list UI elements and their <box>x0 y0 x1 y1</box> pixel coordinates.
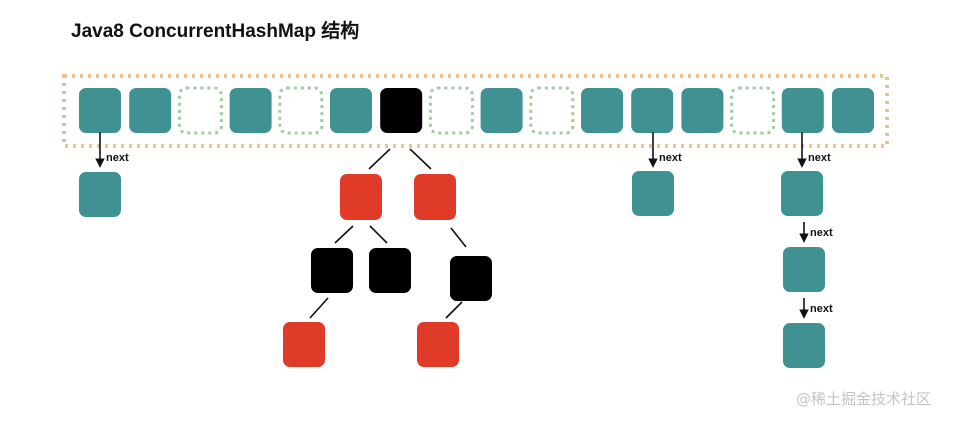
chain-and-tree-nodes <box>79 171 825 368</box>
list-node <box>781 171 823 216</box>
array-slot-node <box>330 88 372 133</box>
table-array-border <box>62 74 889 148</box>
array-slot-node <box>229 88 272 133</box>
tree-edge <box>369 225 388 244</box>
next-label: next <box>659 152 682 164</box>
array-slot-node <box>832 88 874 133</box>
tree-edge <box>450 227 467 248</box>
list-node <box>79 172 121 217</box>
next-labels: next next next next next <box>106 152 833 315</box>
next-label: next <box>808 152 831 164</box>
array-slot-empty <box>730 86 776 135</box>
array-slot-empty <box>428 86 474 135</box>
next-label: next <box>810 227 833 239</box>
tree-node-black <box>369 248 411 293</box>
tree-edge <box>445 301 463 319</box>
array-slot-node <box>480 88 523 133</box>
list-node <box>783 323 825 368</box>
table-array-slots <box>79 86 874 135</box>
array-slot-node <box>681 88 724 133</box>
list-node <box>632 171 674 216</box>
watermark: @稀土掘金技术社区 <box>796 390 931 408</box>
array-slot-node <box>79 88 121 133</box>
array-slot-node <box>631 88 674 133</box>
tree-edge <box>309 297 329 319</box>
list-node <box>783 247 825 292</box>
tree-node-black <box>450 256 492 301</box>
array-slot-empty <box>529 86 575 135</box>
array-slot-empty <box>177 86 223 135</box>
array-slot-node <box>781 88 824 133</box>
tree-edge <box>409 148 432 170</box>
tree-edge <box>368 148 391 170</box>
tree-node-red <box>283 322 325 367</box>
array-slot-empty <box>278 86 324 135</box>
array-slot-tree-root <box>380 88 423 133</box>
tree-node-red <box>414 174 456 220</box>
diagram-title: Java8 ConcurrentHashMap 结构 <box>71 19 359 42</box>
array-slot-node <box>581 88 623 133</box>
next-label: next <box>810 303 833 315</box>
array-slot-node <box>129 88 172 133</box>
next-label: next <box>106 152 129 164</box>
tree-node-black <box>311 248 353 293</box>
tree-node-red <box>340 174 382 220</box>
tree-edge <box>334 225 354 244</box>
connector-lines <box>95 132 809 319</box>
tree-node-red <box>417 322 459 367</box>
